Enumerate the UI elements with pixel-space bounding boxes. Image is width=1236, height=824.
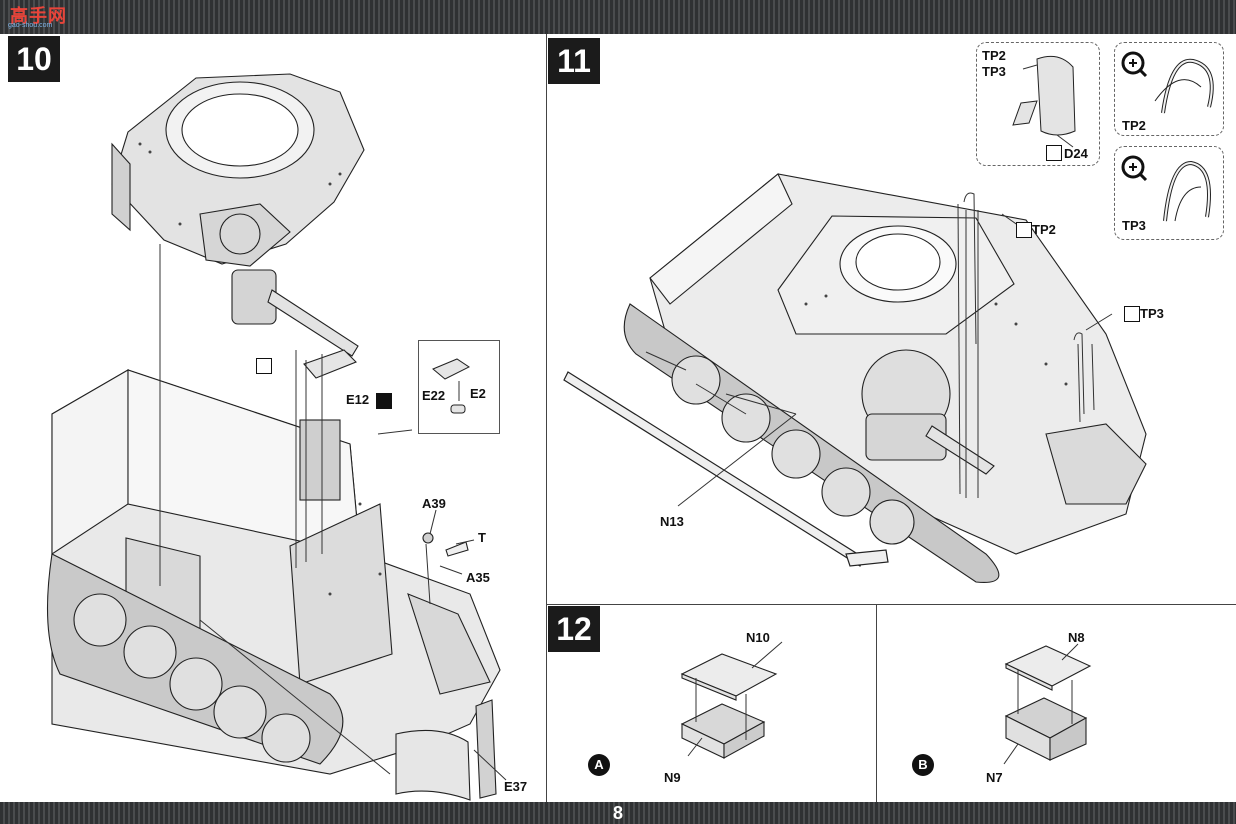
part-label-tp2-zoom: TP2 [1122, 118, 1146, 133]
step-number-badge: 11 [548, 38, 600, 84]
top-band [0, 0, 1236, 34]
step-10-illustration [47, 73, 507, 801]
glue-symbol-icon [376, 393, 392, 409]
photo-etch-icon [1016, 222, 1032, 238]
part-label-e37: E37 [504, 779, 528, 794]
step-number-badge: 10 [8, 36, 60, 82]
part-label-e22: E22 [422, 388, 446, 403]
assembly-mark-icon [256, 358, 272, 374]
step-12-variant-b: B N8 N7 [876, 604, 1236, 802]
stowage-box-a-illustration [680, 641, 783, 759]
part-label-tp3: TP3 [1140, 306, 1164, 321]
variant-b-badge: B [912, 754, 934, 776]
part-label-tp3-zoom: TP3 [1122, 218, 1146, 233]
step-10-panel: 10 [0, 34, 546, 802]
part-label-d24: D24 [1064, 146, 1088, 161]
part-label-tp2-inset: TP2 [982, 48, 1006, 63]
panel-divider-step12 [876, 604, 877, 802]
inset-zoom-tp3-art [1121, 155, 1211, 222]
step-11-panel: 11 [546, 34, 1236, 604]
inset-zoom-tp3 [1114, 146, 1224, 240]
part-label-n10: N10 [746, 630, 770, 645]
part-label-e12: E12 [346, 392, 370, 407]
bottom-band: 8 [0, 802, 1236, 824]
part-label-n8: N8 [1068, 630, 1085, 645]
step-number-badge-12: 12 [548, 606, 600, 652]
inset-zoom-tp2-art [1121, 51, 1214, 114]
part-label-a39: A39 [422, 496, 446, 511]
step-11-illustration [563, 173, 1147, 583]
inset-zoom-tp2 [1114, 42, 1224, 136]
inset-tp-overlay [976, 42, 1100, 166]
part-label-n7: N7 [986, 770, 1003, 785]
stowage-box-b-illustration [1003, 643, 1092, 765]
inset-detail-box [418, 340, 500, 434]
panel-divider-vertical [546, 34, 547, 802]
step-12-variant-a: A N10 N9 [546, 604, 876, 802]
part-label-n9: N9 [664, 770, 681, 785]
inset-tp-overlay-art [1012, 55, 1076, 148]
part-label-a35: A35 [466, 570, 490, 585]
part-label-tp2: TP2 [1032, 222, 1056, 237]
watermark-text: 高手网 [10, 6, 67, 26]
watermark-logo: 高手网 gao-shou.com [6, 2, 70, 32]
inset-detail-art [432, 358, 470, 414]
watermark-url: gao-shou.com [8, 22, 53, 29]
part-label-tp3-inset: TP3 [982, 64, 1006, 79]
variant-a-badge: A [588, 754, 610, 776]
assembly-mark-icon [1046, 145, 1062, 161]
panel-divider-horizontal [546, 604, 1236, 605]
part-label-n13: N13 [660, 514, 684, 529]
page-number: 8 [612, 803, 623, 823]
part-label-t: T [478, 530, 486, 545]
part-label-e2: E2 [470, 386, 486, 401]
photo-etch-icon [1124, 306, 1140, 322]
